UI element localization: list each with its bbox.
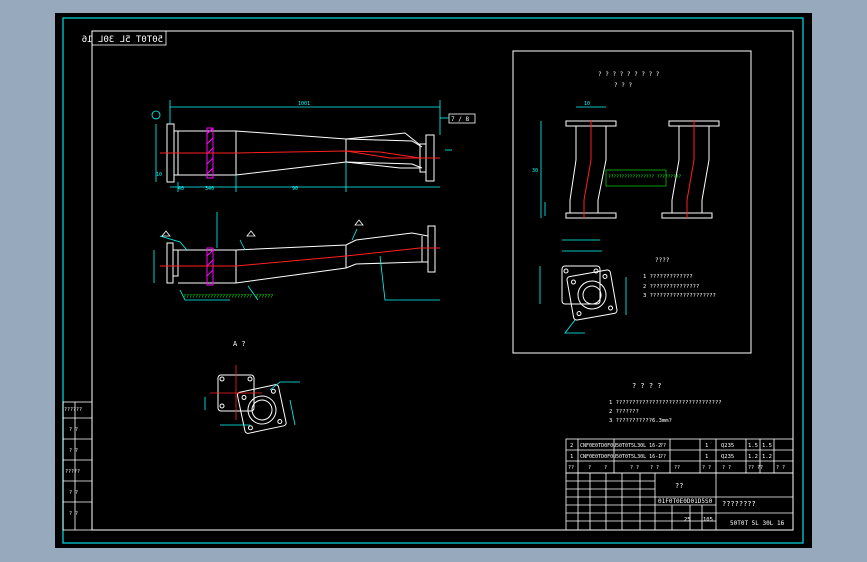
main-notes-title: ? ? ? ? [632,382,662,390]
dim-label-1: 10 [156,172,162,178]
title-block-grid [565,472,794,531]
inset-flange-view [561,265,618,321]
title-block-scale: 25 [684,517,691,523]
inset-notes-title: ???? [655,257,670,264]
dim-label-3: 340 [205,186,214,192]
left-table-cell-1: ?????? [64,407,82,413]
top-dim-label: 1001 [298,101,310,107]
main-note-1: 1 ???????????????????????????????? [609,400,722,406]
title-block-title: ???????? [722,500,756,508]
weld-note-label: ??????????????????????? ?????? [183,294,273,300]
detail-inset-frame [512,50,752,354]
weld-symbols [161,219,364,237]
left-table-cell-6: ? ? [69,511,78,517]
bom-header-4: ? ? [650,465,659,471]
inset-elbow-left-dims [540,106,606,218]
bom-row-1: 1 CNF0E0TD0F0U 50T0T5L30L 16-1 ?? 1 Q235… [570,454,772,460]
bom-row-1-name: 50T0T5L30L 16-1 [616,454,661,460]
inset-dim-b: 10 [584,101,590,107]
main-top-dims [151,100,452,192]
bom-header-8: ?? ?? [748,465,763,471]
bom-row-1-cn: ?? [660,454,666,460]
left-table-cell-4: ????? [65,469,80,475]
bom-row-2: 2 CNF0E0TD0F0U 50T0T5L30L 16-2 ?? 1 Q235… [570,443,772,449]
bom-row-1-w2: 1.2 [762,454,772,460]
title-block-label: ?? [675,482,683,490]
main-note-3: 3 ???????????6.3mm? [609,418,672,424]
mirrored-code-text: 50T0T 5L 30L 16 [82,35,163,45]
left-side-table [62,401,93,531]
bom-row-1-no: 1 [570,454,573,460]
bom-row-2-mat: Q235 [721,443,734,449]
tag-text: 7 / 8 [451,116,469,123]
inset-flange-dims [539,239,627,334]
inset-note-text: ????????????????? ????????? [608,174,681,180]
bom-header-0: ?? [568,465,574,471]
left-table-cell-2: ? ? [69,427,78,433]
bom-header-2: ? [604,465,607,471]
bom-row-1-qty: 1 [705,454,708,460]
bom-row-2-no: 2 [570,443,573,449]
bom-row-2-qty: 1 [705,443,708,449]
bom-row-2-w2: 1.5 [762,443,772,449]
view-a-label: A ? [233,340,246,348]
main-note-2: 2 ??????? [609,409,639,415]
bom-row-1-code: CNF0E0TD0F0U [580,454,616,460]
inset-note-1: 1 ????????????? [643,274,693,280]
dim-label-4: 90 [292,186,298,192]
left-table-cell-5: ? ? [69,490,78,496]
title-block-sheet: 105 [703,517,713,523]
bom-header-1: ? [588,465,591,471]
bom-row-2-name: 50T0T5L30L 16-2 [616,443,661,449]
inner-frame [91,30,794,531]
bom-header-row: ?? ? ? ? ? ? ? ?? ? ? ? ? ?? ?? ? ? [568,465,785,471]
inset-note-box [605,169,667,187]
inset-elbow-right-centerline [686,120,695,218]
outer-frame [62,17,804,544]
bom-row-2-cn: ?? [660,443,666,449]
inset-dim-a: 30 [532,168,538,174]
inset-header-1: ? ? ? ? ? ? ? ? ? [598,71,660,78]
bom-row-2-w1: 1.5 [748,443,758,449]
drawing-paper [55,13,812,548]
bom-header-5: ?? [674,465,680,471]
main-front-dims [153,212,440,301]
inset-note-2: 2 ??????????????? [643,284,699,290]
bom-header-6: ? ? [702,465,711,471]
left-table-cell-3: ? ? [69,448,78,454]
bom-row-1-w1: 1.2 [748,454,758,460]
main-top-centerlines [160,150,440,159]
main-front-centerlines [160,247,440,267]
view-a-dims [204,381,300,426]
title-block-drawing-no: 01F0T0E0D01D5S0 [658,498,713,505]
bom-header-7: ? ? [722,465,731,471]
inset-note-3: 3 ???????????????????? [643,293,716,299]
inset-header-2: ? ? ? [614,82,632,89]
tag-box: 7 / 8 [440,113,476,124]
dim-label-2: 40 [178,186,184,192]
title-block-code: 50T0T 5L 30L 16 [730,520,785,527]
view-a-centerlines [210,365,262,420]
bom-header-3: ? ? [630,465,639,471]
mirrored-code-box: 50T0T 5L 30L 16 [82,30,167,46]
bom-row-2-code: CNF0E0TD0F0U [580,443,616,449]
bom-row-1-mat: Q235 [721,454,734,460]
inset-elbow-left-centerline [583,120,592,218]
bom-header-9: ? ? [776,465,785,471]
